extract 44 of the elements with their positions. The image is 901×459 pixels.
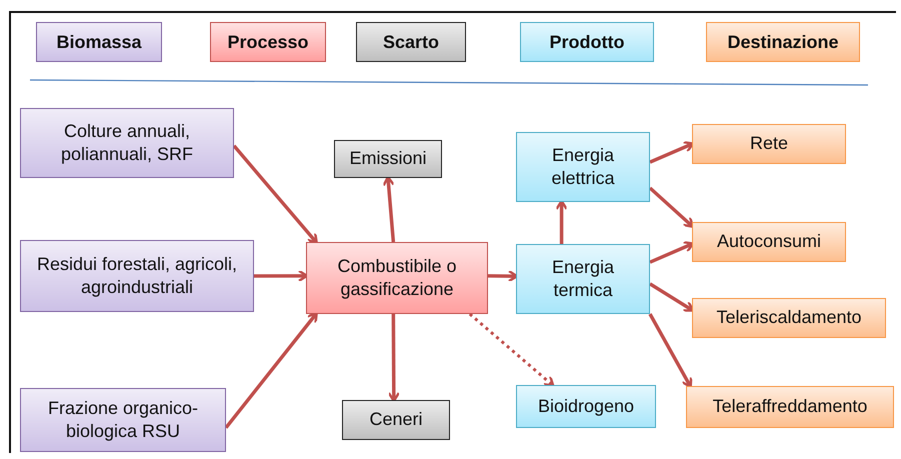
legend-box: Biomassa [36, 22, 162, 62]
box-label: Autoconsumi [716, 230, 822, 254]
process-box [692, 298, 886, 338]
arrow [232, 144, 318, 244]
process-box [516, 385, 656, 428]
arrow [254, 270, 308, 282]
box-label: Ceneri [369, 408, 423, 432]
legend-box: Scarto [356, 22, 466, 62]
arrow [648, 186, 694, 228]
arrow [488, 270, 518, 282]
process-box [516, 132, 650, 202]
process-box [516, 244, 650, 314]
process-box [686, 386, 894, 428]
box-label: Energia elettrica [550, 144, 616, 190]
process-box [692, 124, 846, 164]
arrow [224, 312, 318, 429]
legend-box: Prodotto [520, 22, 654, 62]
arrow [555, 200, 568, 244]
box-label: Residui forestali, agricoli, agroindustriali [36, 252, 238, 299]
box-label: Combustibile o gassificazione [336, 254, 458, 301]
arrow [649, 240, 694, 264]
process-box [20, 240, 254, 312]
box-label: Emissioni [349, 147, 427, 170]
process-box [20, 108, 234, 178]
process-box [306, 242, 488, 314]
box-label: Teleriscaldamento [716, 306, 862, 330]
process-box [20, 388, 226, 452]
process-box [692, 222, 846, 262]
arrow [388, 314, 400, 402]
process-box [334, 140, 442, 178]
box-label: Teleraffreddamento [712, 395, 868, 418]
box-label: Bioidrogeno [538, 394, 634, 418]
box-label: Colture annuali, poliannuali, SRF [60, 120, 194, 166]
arrow [648, 313, 692, 388]
arrow [649, 282, 694, 312]
arrow [382, 176, 396, 242]
legend-box: Destinazione [706, 22, 860, 62]
box-label: Frazione organico-biologica RSU [46, 396, 200, 443]
box-label: Rete [750, 132, 788, 156]
arrow [649, 140, 694, 164]
arrow [468, 312, 554, 387]
legend-box: Processo [210, 22, 326, 62]
process-box [342, 400, 450, 440]
box-label: Energia termica [550, 256, 616, 302]
